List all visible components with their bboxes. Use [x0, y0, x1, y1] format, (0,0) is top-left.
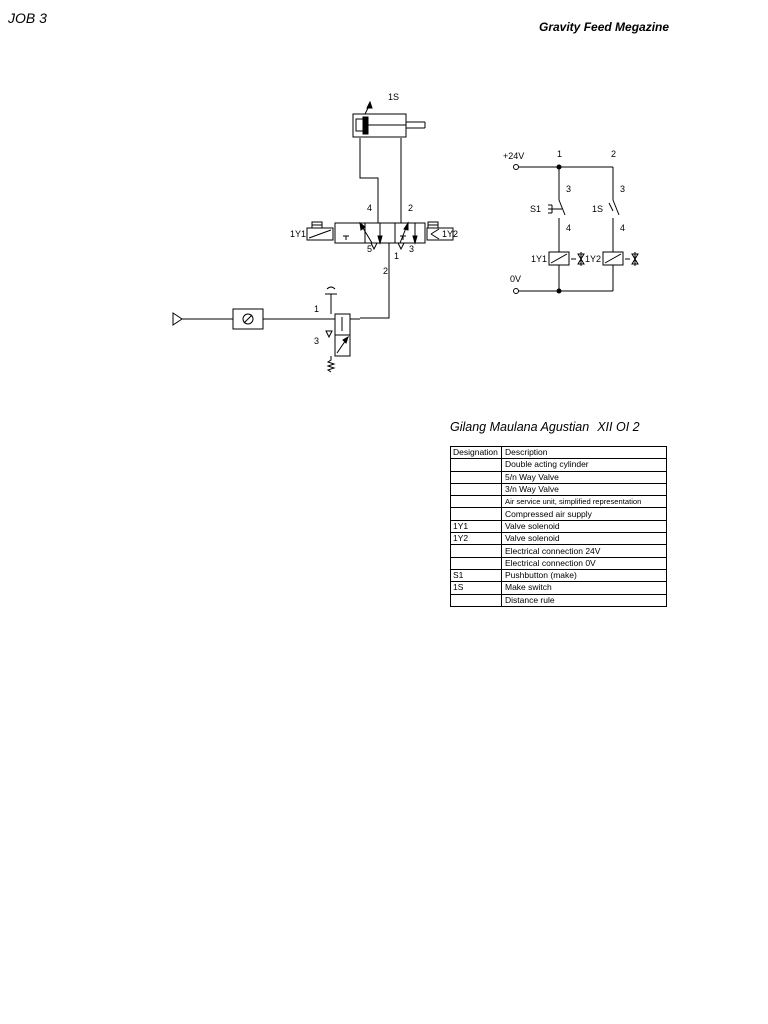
coil-1y2-label: 1Y2	[585, 254, 601, 264]
cell-designation: 1Y2	[450, 532, 502, 546]
solenoid-1y1-actuator	[306, 221, 334, 241]
cell-designation	[450, 458, 502, 472]
cell-designation: 1S	[450, 581, 502, 595]
rung-1-label: 1	[557, 149, 562, 159]
air-service-unit	[232, 308, 335, 330]
cell-designation	[450, 544, 502, 558]
cell-description: 3/n Way Valve	[501, 482, 667, 497]
cell-description: Distance rule	[501, 593, 667, 607]
header-description: Description	[501, 445, 667, 460]
table-header-row: Designation Description	[450, 445, 667, 460]
table-row: Double acting cylinder	[450, 458, 667, 472]
cell-description: Air service unit, simplified representat…	[501, 495, 667, 509]
port-5-label: 5	[367, 244, 372, 254]
solenoid-1y2-actuator	[426, 221, 454, 241]
cell-description: Double acting cylinder	[501, 458, 667, 472]
valve32-port-1-label: 1	[314, 304, 319, 314]
table-row: S1 Pushbutton (make)	[450, 568, 667, 583]
author-class: XII OI 2	[597, 420, 640, 434]
port-1-label: 1	[394, 251, 399, 261]
double-acting-cylinder	[352, 113, 426, 144]
valve32-port-3-label: 3	[314, 336, 319, 346]
table-row: 3/n Way Valve	[450, 482, 667, 497]
s1s-terminal-4: 4	[620, 223, 625, 233]
cell-description: 5/n Way Valve	[501, 470, 667, 484]
header-designation: Designation	[450, 445, 502, 460]
sensor-1s-label: 1S	[388, 92, 399, 102]
five-two-way-valve	[334, 213, 426, 251]
solenoid-1y1-label: 1Y1	[290, 229, 306, 239]
supply-port-2-label: 2	[383, 266, 388, 276]
cell-description: Electrical connection 0V	[501, 556, 667, 570]
s1s-terminal-3: 3	[620, 184, 625, 194]
cell-description: Electrical connection 24V	[501, 544, 667, 558]
cell-description: Make switch	[501, 581, 667, 595]
table-row: Distance rule	[450, 593, 667, 607]
table-row: Air service unit, simplified representat…	[450, 495, 667, 509]
s1-terminal-3: 3	[566, 184, 571, 194]
cell-designation	[450, 495, 502, 509]
table-row: 1S Make switch	[450, 581, 667, 595]
zero-v-label: 0V	[510, 274, 521, 284]
s1-label: S1	[530, 204, 541, 214]
cell-designation: S1	[450, 568, 502, 583]
port-2-label: 2	[408, 203, 413, 213]
sensor-1s-arrow	[364, 100, 373, 115]
cell-designation	[450, 593, 502, 607]
port-3-label: 3	[409, 244, 414, 254]
cell-description: Compressed air supply	[501, 507, 667, 521]
cell-designation	[450, 507, 502, 521]
three-two-way-valve	[325, 286, 360, 373]
air-supply	[172, 312, 233, 326]
port-4-label: 4	[367, 203, 372, 213]
table-row: Electrical connection 0V	[450, 556, 667, 570]
job-label: JOB 3	[8, 10, 47, 26]
rung-2-label: 2	[611, 149, 616, 159]
table-row: 1Y2 Valve solenoid	[450, 532, 667, 546]
cell-designation	[450, 482, 502, 497]
s1s-label: 1S	[592, 204, 603, 214]
cell-designation	[450, 470, 502, 484]
s1-terminal-4: 4	[566, 223, 571, 233]
cell-description: Valve solenoid	[501, 532, 667, 546]
plus-24v-label: +24V	[503, 151, 524, 161]
magazine-title: Gravity Feed Megazine	[539, 20, 670, 34]
table-row: Electrical connection 24V	[450, 544, 667, 558]
cell-description: Valve solenoid	[501, 519, 667, 534]
table-row: Compressed air supply	[450, 507, 667, 521]
schematic-diagrams: 1S 4 2 5 1 3 1Y1 1Y2 2 1 3 +24V 0V 1 2 3…	[172, 92, 639, 373]
cell-description: Pushbutton (make)	[501, 568, 667, 583]
author-name: Gilang Maulana Agustian	[450, 420, 590, 434]
parts-table: Designation Description Double acting cy…	[450, 445, 667, 607]
table-row: 1Y1 Valve solenoid	[450, 519, 667, 534]
cell-designation	[450, 556, 502, 570]
cell-designation: 1Y1	[450, 519, 502, 534]
author-line: Gilang Maulana Agustian XII OI 2	[450, 420, 640, 434]
coil-1y1-label: 1Y1	[531, 254, 547, 264]
ladder-diagram	[513, 164, 639, 294]
table-row: 5/n Way Valve	[450, 470, 667, 484]
solenoid-1y2-label: 1Y2	[442, 229, 458, 239]
